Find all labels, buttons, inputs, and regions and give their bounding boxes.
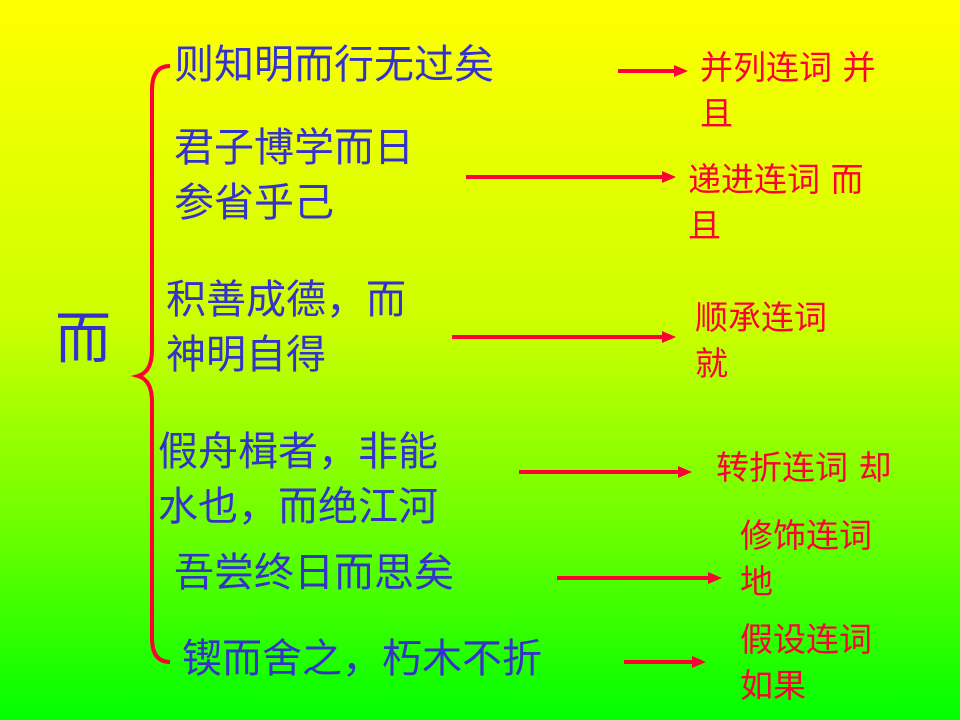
usage-5-line-1: 修饰连词 bbox=[740, 516, 872, 555]
root-character: 而 bbox=[55, 307, 111, 372]
usage-4: 转折连词 却 bbox=[716, 445, 892, 491]
usage-2-line-2: 且 bbox=[688, 206, 721, 245]
usage-6-line-2: 如果 bbox=[740, 666, 806, 705]
sentence-5: 吾尝终日而思矣 bbox=[174, 546, 454, 601]
sentence-3-line-1: 积善成德，而 bbox=[166, 277, 406, 323]
usage-3-line-1: 顺承连词 bbox=[695, 298, 827, 337]
arrow-3 bbox=[452, 331, 676, 343]
usage-4-line-1: 转折连词 却 bbox=[716, 448, 892, 487]
usage-2-line-1: 递进连词 而 bbox=[688, 160, 864, 199]
usage-5: 修饰连词 地 bbox=[740, 513, 872, 605]
usage-1-line-1: 并列连词 并 bbox=[700, 48, 876, 87]
sentence-6: 锲而舍之，朽木不折 bbox=[182, 632, 542, 687]
sentence-4-line-1: 假舟楫者，非能 bbox=[158, 429, 438, 475]
usage-1: 并列连词 并 且 bbox=[700, 45, 876, 137]
usage-3-line-2: 就 bbox=[695, 344, 728, 383]
sentence-2: 君子博学而日 参省乎己 bbox=[174, 121, 414, 231]
sentence-5-line-1: 吾尝终日而思矣 bbox=[174, 550, 454, 596]
sentence-2-line-1: 君子博学而日 bbox=[174, 125, 414, 171]
usage-5-line-2: 地 bbox=[740, 562, 773, 601]
arrow-1 bbox=[618, 65, 688, 77]
sentence-4: 假舟楫者，非能 水也，而绝江河 bbox=[158, 425, 438, 535]
arrow-6 bbox=[624, 656, 706, 668]
arrow-5 bbox=[557, 572, 722, 584]
sentence-1: 则知明而行无过矣 bbox=[174, 38, 494, 93]
sentence-3: 积善成德，而 神明自得 bbox=[166, 273, 406, 383]
arrow-4 bbox=[519, 466, 692, 478]
usage-1-line-2: 且 bbox=[700, 94, 733, 133]
sentence-4-line-2: 水也，而绝江河 bbox=[158, 484, 438, 530]
usage-3: 顺承连词 就 bbox=[695, 295, 827, 387]
usage-6: 假设连词 如果 bbox=[740, 617, 872, 709]
sentence-3-line-2: 神明自得 bbox=[166, 332, 326, 378]
sentence-2-line-2: 参省乎己 bbox=[174, 180, 334, 226]
usage-2: 递进连词 而 且 bbox=[688, 157, 864, 249]
usage-6-line-1: 假设连词 bbox=[740, 620, 872, 659]
sentence-1-line-1: 则知明而行无过矣 bbox=[174, 42, 494, 88]
arrow-2 bbox=[466, 171, 676, 183]
left-brace bbox=[130, 64, 171, 664]
sentence-6-line-1: 锲而舍之，朽木不折 bbox=[182, 636, 542, 682]
